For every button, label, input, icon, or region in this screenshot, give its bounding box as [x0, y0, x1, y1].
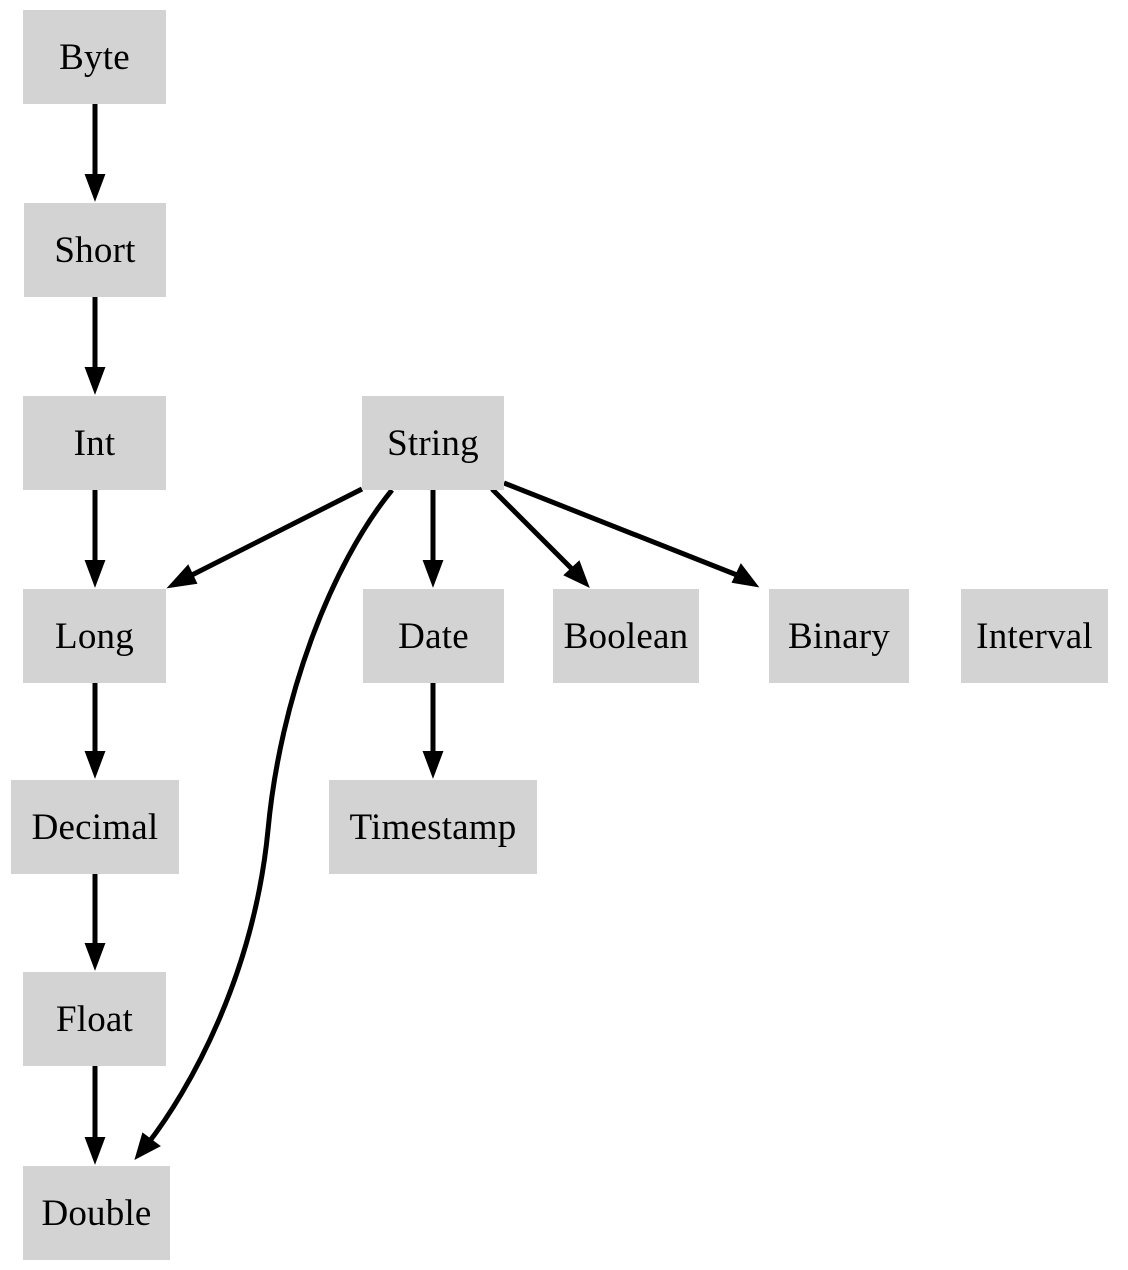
node-binary[interactable]: Binary — [769, 589, 909, 683]
node-label: Timestamp — [349, 806, 517, 848]
node-label: Byte — [59, 36, 130, 78]
node-label: Long — [55, 615, 134, 657]
arrowhead-icon — [166, 564, 198, 589]
edge-float-double — [84, 1066, 106, 1165]
node-decimal[interactable]: Decimal — [11, 780, 179, 874]
edge-string-date — [422, 490, 444, 588]
node-date[interactable]: Date — [363, 589, 504, 683]
node-label: Double — [41, 1192, 152, 1234]
node-short[interactable]: Short — [24, 203, 166, 297]
edge-string-binary — [503, 480, 760, 588]
node-byte[interactable]: Byte — [23, 10, 166, 104]
node-label: Binary — [788, 615, 890, 657]
edge-line — [490, 487, 575, 572]
arrowhead-icon — [84, 1137, 106, 1165]
edge-line — [503, 480, 743, 580]
arrowhead-icon — [134, 1132, 161, 1160]
arrowhead-icon — [422, 751, 444, 779]
arrowhead-icon — [84, 174, 106, 202]
edge-decimal-float — [84, 874, 106, 971]
node-label: Decimal — [31, 806, 159, 848]
node-interval[interactable]: Interval — [961, 589, 1108, 683]
edge-line — [186, 486, 364, 580]
edge-long-decimal — [84, 683, 106, 779]
node-label: Float — [55, 998, 134, 1040]
node-float[interactable]: Float — [23, 972, 166, 1066]
node-label: Boolean — [563, 615, 689, 657]
arrowhead-icon — [84, 751, 106, 779]
node-double[interactable]: Double — [23, 1166, 170, 1260]
arrowhead-icon — [84, 560, 106, 588]
node-int[interactable]: Int — [23, 396, 166, 490]
arrowhead-icon — [422, 560, 444, 588]
edge-short-int — [84, 297, 106, 395]
node-label: Int — [73, 422, 116, 464]
edge-string-boolean — [490, 487, 590, 588]
node-boolean[interactable]: Boolean — [553, 589, 699, 683]
node-long[interactable]: Long — [23, 589, 166, 683]
arrowhead-icon — [84, 367, 106, 395]
node-string[interactable]: String — [362, 396, 504, 490]
edge-int-long — [84, 490, 106, 588]
arrowhead-icon — [84, 943, 106, 971]
node-timestamp[interactable]: Timestamp — [329, 780, 537, 874]
edge-string-long — [166, 486, 364, 589]
node-label: Interval — [976, 615, 1093, 657]
edge-byte-short — [84, 104, 106, 202]
node-label: String — [387, 422, 479, 464]
arrowhead-icon — [563, 560, 590, 588]
edge-date-timestamp — [422, 683, 444, 779]
node-label: Short — [54, 229, 136, 271]
node-label: Date — [398, 615, 469, 657]
arrowhead-icon — [731, 563, 760, 588]
